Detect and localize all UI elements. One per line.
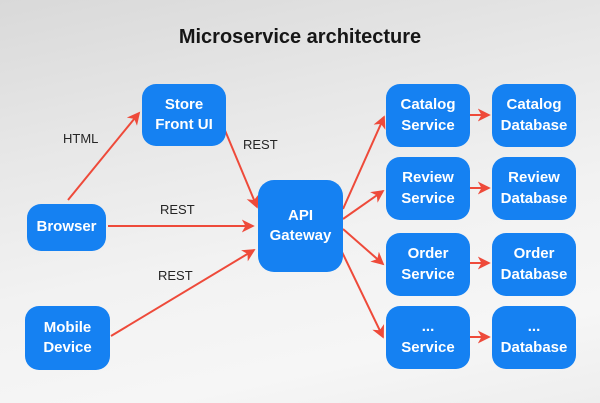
edge-label-html: HTML [63,131,99,146]
node-more-database: ... Database [492,306,576,369]
node-store-front-ui: Store Front UI [142,84,226,146]
node-mobile-device: Mobile Device [25,306,110,370]
node-catalog-database: Catalog Database [492,84,576,147]
node-more-service: ... Service [386,306,470,369]
edge-api-review-service [342,189,385,220]
edge-api-more-service [341,251,384,339]
node-order-database: Order Database [492,233,576,296]
node-review-database: Review Database [492,157,576,220]
edge-browser-store-front-ui [67,111,141,201]
edge-api-catalog-service [342,115,386,210]
node-review-service: Review Service [386,157,470,220]
edge-api-order-service [342,228,385,266]
diagram-title: Microservice architecture [178,26,422,48]
node-api-gateway: API Gateway [258,180,343,272]
edge-label-rest-mobile: REST [158,268,193,283]
node-catalog-service: Catalog Service [386,84,470,147]
node-browser: Browser [27,204,106,251]
edge-mobile-api-gateway [110,249,256,337]
edge-label-rest-browser: REST [160,202,195,217]
node-order-service: Order Service [386,233,470,296]
edge-label-rest-storefront: REST [243,137,278,152]
